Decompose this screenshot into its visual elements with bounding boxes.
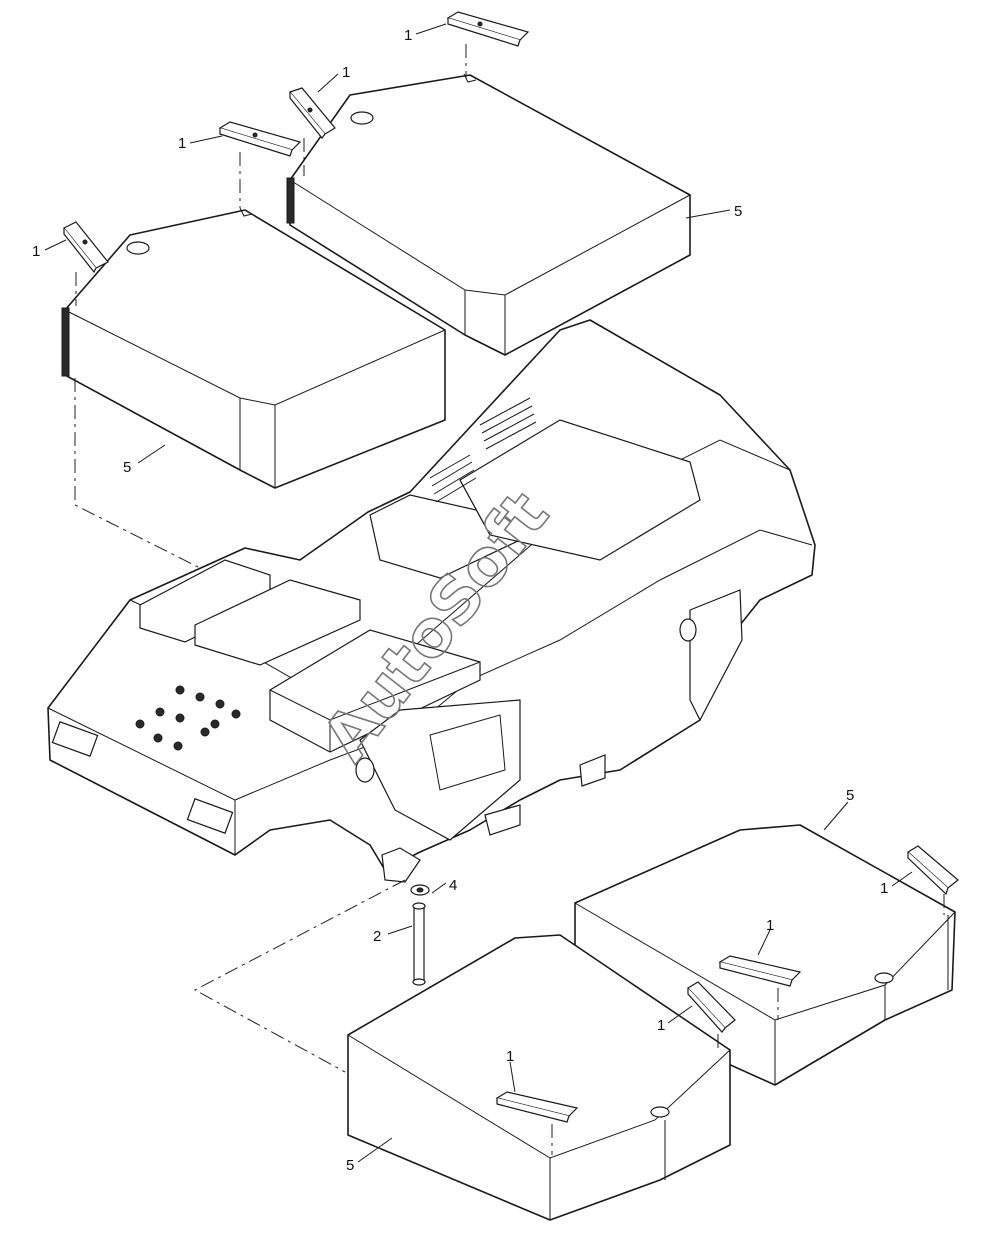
washer-part-4 bbox=[410, 884, 430, 896]
wedge-plate-bottom-1 bbox=[906, 845, 959, 896]
leader-lines bbox=[44, 23, 913, 1163]
wedge-plate-bottom-4 bbox=[495, 1091, 579, 1123]
ballast-weight-lower-left bbox=[347, 934, 731, 1221]
callout-5: 5 bbox=[734, 203, 742, 220]
callout-1: 1 bbox=[657, 1017, 665, 1034]
wedge-plate-top-4 bbox=[63, 221, 109, 274]
callout-1: 1 bbox=[506, 1048, 514, 1065]
frame-holes bbox=[135, 685, 241, 751]
ballast-weight-upper-right bbox=[286, 73, 691, 356]
wedge-plate-bottom-2 bbox=[718, 955, 802, 987]
callout-1: 1 bbox=[32, 243, 40, 260]
callout-5: 5 bbox=[346, 1157, 354, 1174]
callout-1: 1 bbox=[766, 917, 774, 934]
callout-1: 1 bbox=[880, 880, 888, 897]
wedge-plate-top-3 bbox=[218, 121, 302, 157]
pin-part-2 bbox=[412, 902, 426, 986]
callout-5: 5 bbox=[846, 787, 854, 804]
wedge-plate-bottom-3 bbox=[687, 981, 736, 1033]
wedge-plate-top-1 bbox=[446, 11, 530, 47]
callout-1: 1 bbox=[342, 64, 350, 81]
callout-4: 4 bbox=[449, 877, 457, 894]
wedge-plate-top-2 bbox=[288, 87, 336, 139]
callout-labels: 1 1 1 1 5 5 5 4 2 1 1 1 1 5 bbox=[32, 27, 888, 1174]
callout-5: 5 bbox=[123, 459, 131, 476]
callout-2: 2 bbox=[373, 928, 381, 945]
callout-1: 1 bbox=[404, 27, 412, 44]
ballast-weight-upper-left bbox=[61, 207, 446, 489]
chassis-frame bbox=[47, 319, 816, 883]
callout-1: 1 bbox=[178, 135, 186, 152]
